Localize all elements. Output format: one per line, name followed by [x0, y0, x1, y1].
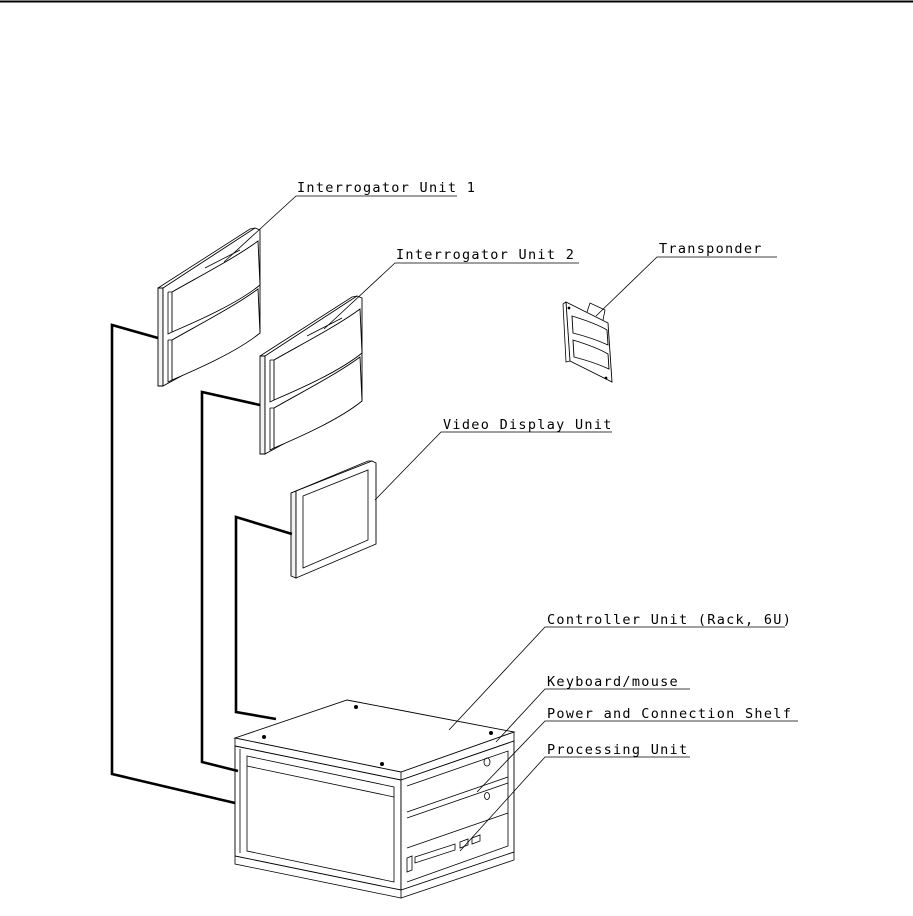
- video-display-unit: [291, 461, 376, 578]
- label-transponder: Transponder: [659, 241, 763, 257]
- label-power-connection-shelf: Power and Connection Shelf: [547, 706, 792, 722]
- label-video-display-unit: Video Display Unit: [443, 417, 613, 433]
- label-interrogator-unit-1: Interrogator Unit 1: [297, 180, 476, 196]
- label-controller-unit: Controller Unit (Rack, 6U): [547, 612, 792, 628]
- label-keyboard-mouse: Keyboard/mouse: [547, 674, 679, 690]
- label-interrogator-unit-2: Interrogator Unit 2: [396, 247, 575, 263]
- transponder: [563, 302, 612, 382]
- interrogator-unit-1: [158, 228, 260, 386]
- label-processing-unit: Processing Unit: [547, 742, 688, 758]
- controller-rack: [235, 700, 514, 898]
- interrogator-unit-2: [260, 296, 362, 454]
